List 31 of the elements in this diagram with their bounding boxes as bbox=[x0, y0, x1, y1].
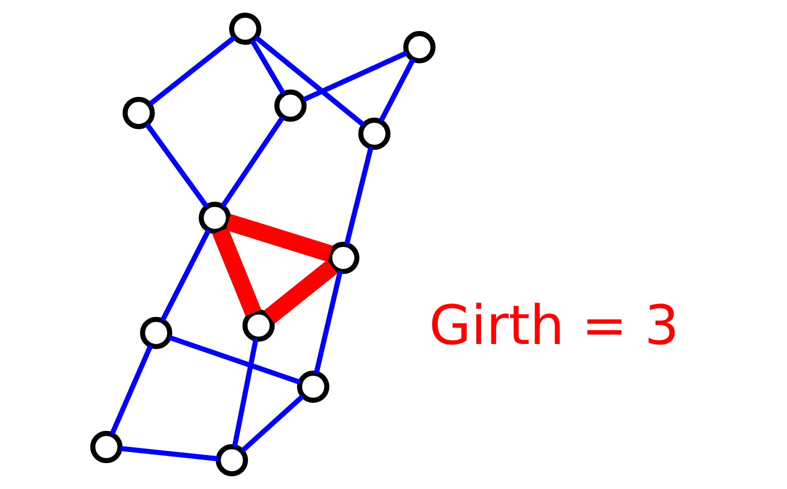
connector bbox=[250, 39, 286, 95]
connector bbox=[226, 214, 333, 262]
node-circle bbox=[242, 309, 275, 342]
connector bbox=[168, 334, 301, 385]
node-circle bbox=[216, 444, 248, 476]
connector bbox=[160, 229, 211, 322]
connector bbox=[264, 260, 338, 324]
connector bbox=[144, 122, 209, 208]
connector bbox=[302, 50, 408, 102]
connector bbox=[378, 58, 416, 122]
node-circle bbox=[90, 430, 123, 464]
node-circle bbox=[274, 90, 307, 122]
connector bbox=[110, 344, 153, 435]
node-circle bbox=[229, 12, 262, 45]
node-circle bbox=[403, 31, 436, 64]
connector bbox=[314, 270, 343, 374]
node-circle bbox=[198, 202, 231, 234]
node-circle bbox=[140, 316, 172, 350]
connector bbox=[344, 146, 374, 245]
node-circle bbox=[122, 96, 155, 130]
connector bbox=[240, 394, 304, 453]
connector bbox=[254, 35, 365, 127]
node-circle bbox=[327, 242, 360, 274]
connector bbox=[148, 35, 236, 106]
connector bbox=[212, 228, 262, 316]
connector bbox=[220, 116, 284, 208]
node-circle bbox=[358, 118, 390, 150]
connector bbox=[232, 338, 258, 448]
node-circle bbox=[297, 370, 330, 403]
connector bbox=[120, 446, 219, 462]
label: Girth = 3 bbox=[429, 294, 680, 358]
